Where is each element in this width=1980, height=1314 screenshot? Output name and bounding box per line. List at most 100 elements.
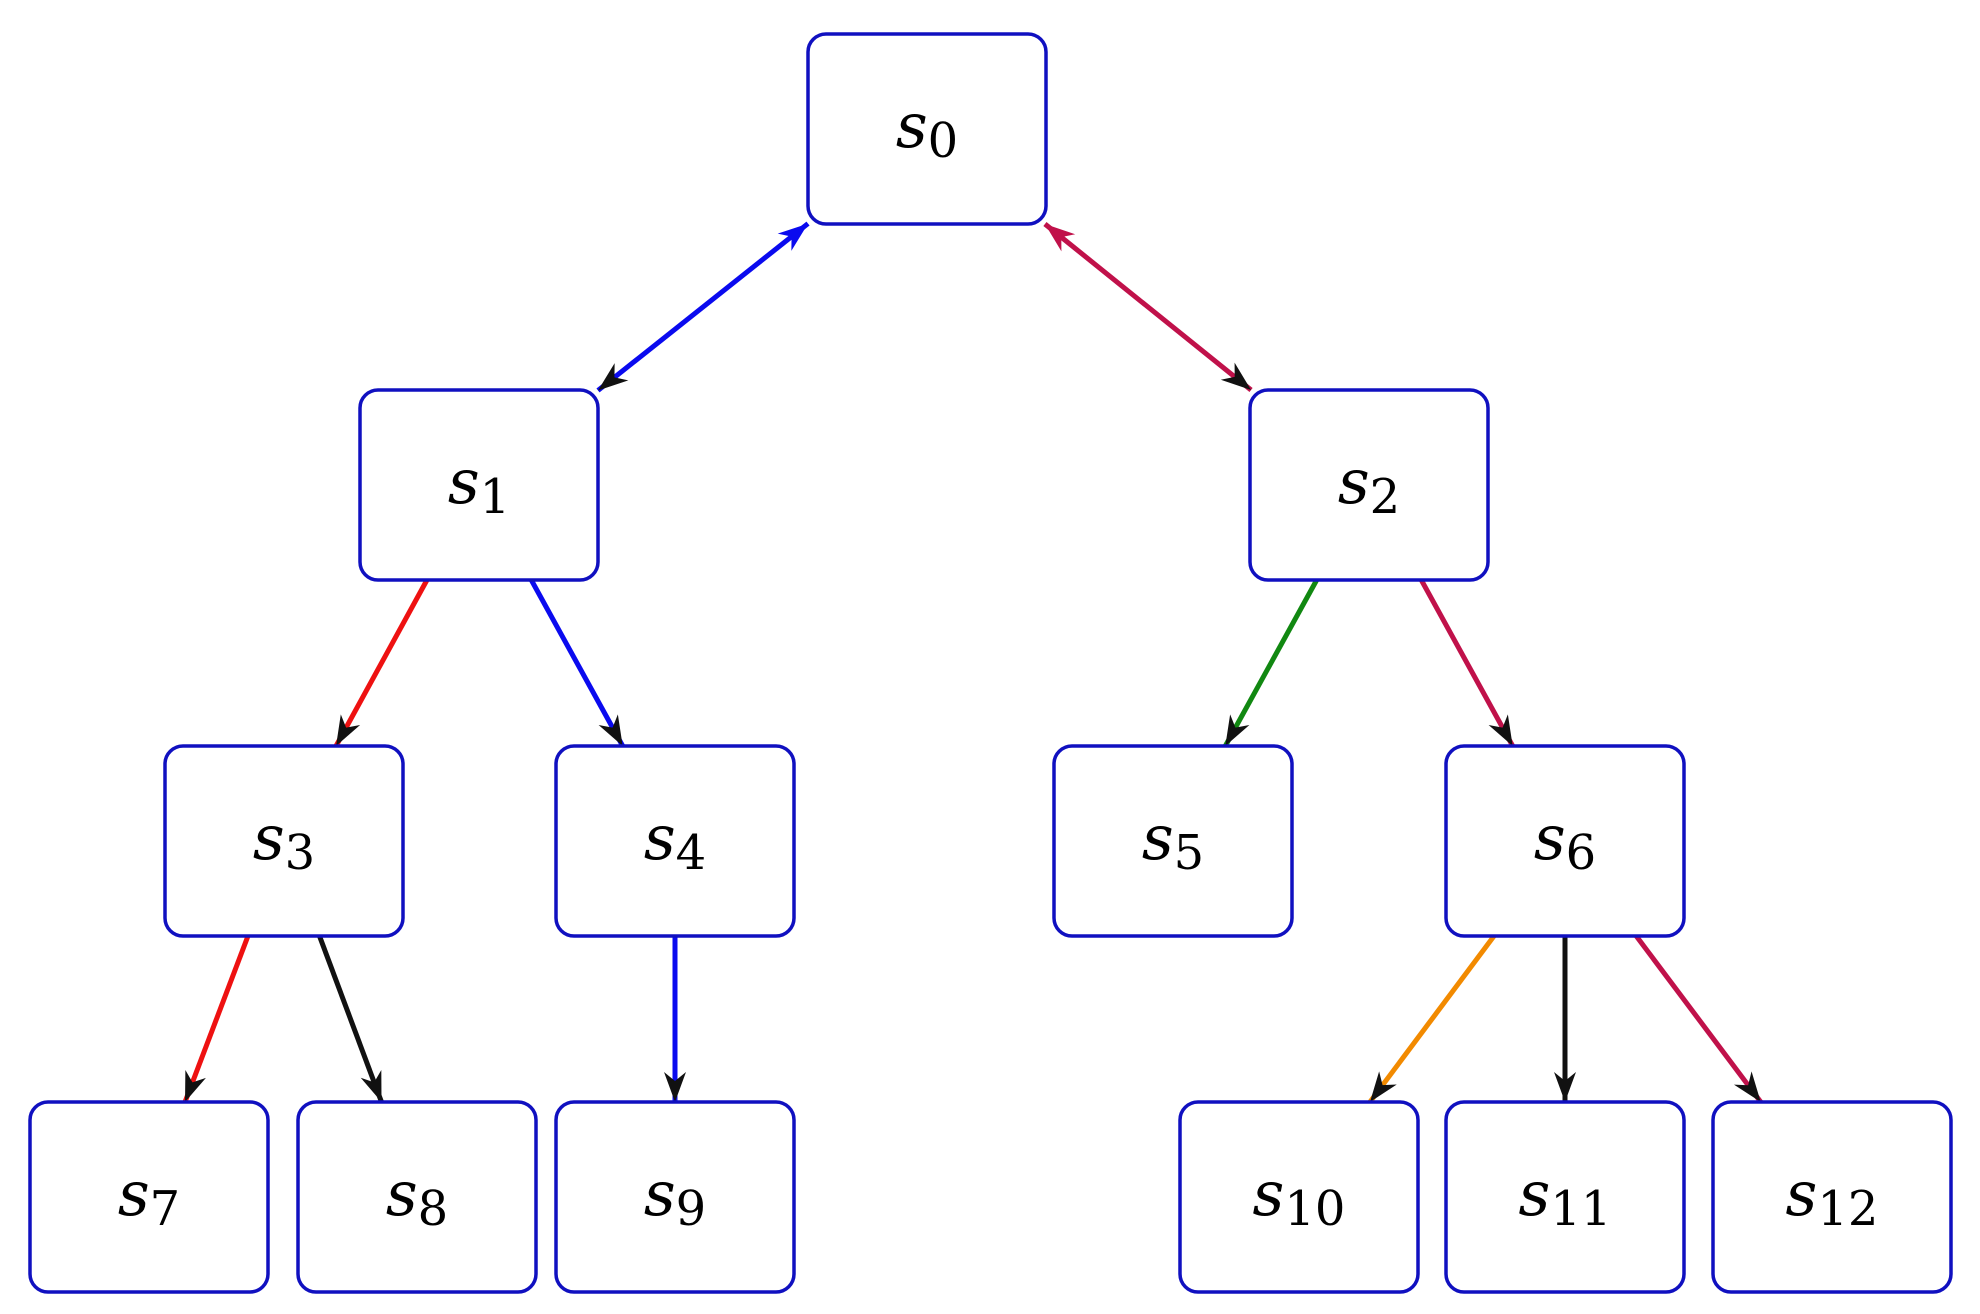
edge-s0-s2 bbox=[1043, 222, 1253, 392]
node-label-subscript: 7 bbox=[150, 1181, 181, 1237]
edge-s2-s5 bbox=[1223, 578, 1319, 748]
edge-line bbox=[333, 578, 430, 748]
arrowhead-icon bbox=[598, 363, 629, 391]
arrowhead-icon bbox=[1488, 714, 1513, 746]
edge-line bbox=[182, 935, 251, 1103]
node-s5: s5 bbox=[1052, 744, 1294, 938]
arrowhead-icon bbox=[598, 714, 623, 746]
node-s12: s12 bbox=[1711, 1100, 1953, 1294]
node-label-subscript: 2 bbox=[1370, 469, 1401, 525]
node-label-subscript: 1 bbox=[480, 469, 511, 525]
edge-s6-s11 bbox=[1554, 936, 1576, 1102]
edge-s1-s3 bbox=[333, 578, 430, 748]
node-box bbox=[554, 1100, 796, 1294]
edge-line bbox=[317, 935, 384, 1103]
edge-line bbox=[1043, 222, 1253, 392]
edge-line bbox=[529, 578, 625, 748]
node-s4: s4 bbox=[554, 744, 796, 938]
node-label-base: s bbox=[448, 445, 480, 518]
arrowhead-icon bbox=[777, 223, 808, 251]
node-box bbox=[806, 32, 1048, 226]
edge-line bbox=[1419, 578, 1515, 748]
edge-s6-s12 bbox=[1634, 934, 1763, 1104]
node-label: s9 bbox=[644, 1157, 706, 1237]
node-label-base: s bbox=[1253, 1157, 1285, 1230]
node-label-base: s bbox=[1142, 801, 1174, 874]
node-box bbox=[554, 744, 796, 938]
arrowhead-icon bbox=[1733, 1071, 1761, 1102]
node-label: s10 bbox=[1253, 1157, 1346, 1237]
node-box bbox=[1052, 744, 1294, 938]
node-box bbox=[28, 1100, 270, 1294]
node-label-subscript: 4 bbox=[676, 825, 707, 881]
node-label-base: s bbox=[386, 1157, 418, 1230]
edge-line bbox=[1634, 934, 1763, 1104]
node-label: s12 bbox=[1786, 1157, 1879, 1237]
node-label: s11 bbox=[1519, 1157, 1612, 1237]
edge-s0-s1 bbox=[596, 221, 810, 393]
node-label-subscript: 9 bbox=[676, 1181, 707, 1237]
node-s6: s6 bbox=[1444, 744, 1686, 938]
node-label-subscript: 10 bbox=[1284, 1181, 1345, 1237]
arrowhead-icon bbox=[185, 1070, 206, 1102]
node-label-base: s bbox=[253, 801, 285, 874]
node-label-base: s bbox=[1519, 1157, 1551, 1230]
node-label-base: s bbox=[896, 89, 928, 162]
edge-s3-s7 bbox=[182, 935, 251, 1103]
arrowhead-icon bbox=[360, 1070, 382, 1102]
node-box bbox=[163, 744, 405, 938]
arrowhead-icon bbox=[664, 1072, 686, 1102]
node-label-subscript: 6 bbox=[1566, 825, 1597, 881]
node-s2: s2 bbox=[1248, 388, 1490, 582]
node-label-base: s bbox=[644, 1157, 676, 1230]
edge-line bbox=[1367, 934, 1497, 1104]
node-label: s7 bbox=[118, 1157, 180, 1237]
node-s7: s7 bbox=[28, 1100, 270, 1294]
node-box bbox=[1444, 1100, 1686, 1294]
node-label: s2 bbox=[1338, 445, 1400, 525]
arrowhead-icon bbox=[1369, 1071, 1397, 1102]
node-label: s1 bbox=[448, 445, 510, 525]
node-box bbox=[296, 1100, 538, 1294]
node-label: s8 bbox=[386, 1157, 448, 1237]
node-box bbox=[1178, 1100, 1420, 1294]
node-label-base: s bbox=[644, 801, 676, 874]
node-s0: s0 bbox=[806, 32, 1048, 226]
node-s3: s3 bbox=[163, 744, 405, 938]
node-label-subscript: 8 bbox=[418, 1181, 449, 1237]
node-label-subscript: 3 bbox=[285, 825, 316, 881]
node-label: s3 bbox=[253, 801, 315, 881]
node-label-base: s bbox=[1534, 801, 1566, 874]
edge-line bbox=[1223, 578, 1319, 748]
node-s8: s8 bbox=[296, 1100, 538, 1294]
node-label: s0 bbox=[896, 89, 958, 169]
node-label-base: s bbox=[118, 1157, 150, 1230]
edge-s2-s6 bbox=[1419, 578, 1515, 748]
edge-s3-s8 bbox=[317, 935, 384, 1103]
node-label-subscript: 11 bbox=[1550, 1181, 1611, 1237]
edges-layer bbox=[182, 221, 1763, 1104]
node-s10: s10 bbox=[1178, 1100, 1420, 1294]
edge-s6-s10 bbox=[1367, 934, 1497, 1104]
arrowhead-icon bbox=[1044, 224, 1076, 252]
node-box bbox=[1444, 744, 1686, 938]
edge-line bbox=[596, 221, 810, 393]
node-label-base: s bbox=[1338, 445, 1370, 518]
node-box bbox=[1711, 1100, 1953, 1294]
node-box bbox=[1248, 388, 1490, 582]
arrowhead-icon bbox=[1225, 714, 1250, 746]
arrowhead-icon bbox=[336, 714, 361, 746]
node-label-subscript: 5 bbox=[1174, 825, 1205, 881]
node-box bbox=[358, 388, 600, 582]
node-label: s6 bbox=[1534, 801, 1596, 881]
node-s1: s1 bbox=[358, 388, 600, 582]
node-s11: s11 bbox=[1444, 1100, 1686, 1294]
node-s9: s9 bbox=[554, 1100, 796, 1294]
arrowhead-icon bbox=[1554, 1072, 1576, 1102]
edge-s1-s4 bbox=[529, 578, 625, 748]
node-label: s4 bbox=[644, 801, 706, 881]
arrowhead-icon bbox=[1220, 362, 1252, 390]
node-label-base: s bbox=[1786, 1157, 1818, 1230]
